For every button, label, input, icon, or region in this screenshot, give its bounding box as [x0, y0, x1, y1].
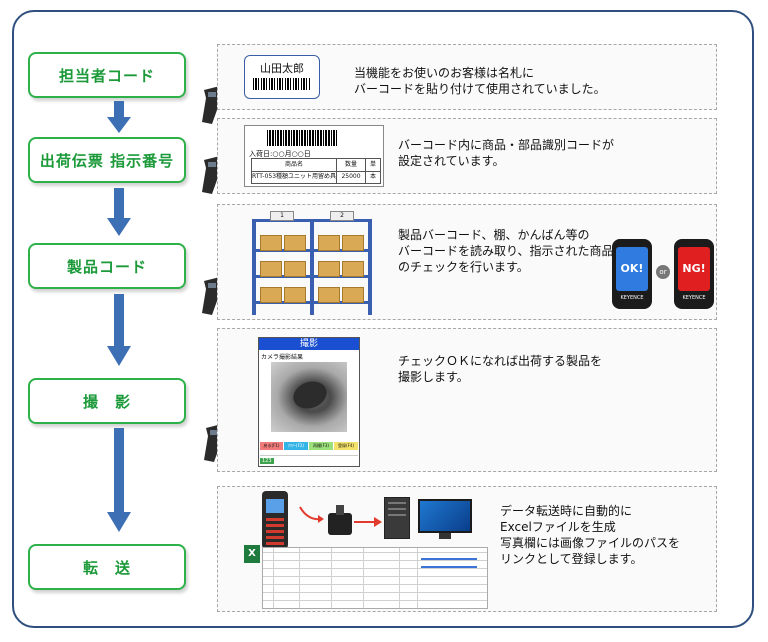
- cardboard-box-icon: [260, 261, 282, 277]
- panel-shipping-slip-description: バーコード内に商品・部品識別コードが 設定されています。: [398, 138, 615, 168]
- panel-staff-code: 山田太郎 当機能をお使いのお客様は名札に バーコードを貼り付けて使用されていまし…: [217, 44, 717, 110]
- camera-screen-title: 撮影: [259, 338, 359, 350]
- down-arrow-icon: [107, 428, 131, 532]
- slip-header-qty: 数量: [337, 159, 366, 172]
- slip-header-unit: 単: [366, 159, 380, 172]
- panel-product-code: 1 2 製品バーコード、棚、かんばん等の バーコードを読み取り、指示された商品 …: [217, 204, 717, 320]
- down-arrow-icon: [107, 101, 131, 133]
- down-arrow-icon: [107, 188, 131, 236]
- down-arrow-icon: [107, 294, 131, 366]
- step-shipping-slip-number: 出荷伝票 指示番号: [28, 137, 186, 183]
- step-transfer: 転 送: [28, 544, 186, 590]
- cardboard-box-icon: [342, 235, 364, 251]
- cardboard-box-icon: [284, 287, 306, 303]
- clear-button[interactable]: ｸﾘｱｰ(F2): [284, 442, 308, 450]
- shipping-slip: 入荷日:○○月○○日 商品名 数量 単 RTT-053種額ユニット用留め具 25…: [244, 125, 384, 187]
- cardboard-box-icon: [318, 261, 340, 277]
- slip-cell-qty: 25000: [337, 171, 366, 183]
- monitor-stand: [439, 533, 451, 539]
- panel-photograph-description: チェックＯＫになれば出荷する製品を 撮影します。: [398, 354, 603, 384]
- status-indicator: 123: [260, 458, 274, 464]
- handheld-terminal-icon: [262, 491, 288, 549]
- ng-screen: NG!: [678, 247, 710, 291]
- camera-status-bar: 123: [260, 455, 358, 466]
- cardboard-box-icon: [284, 261, 306, 277]
- excel-spreadsheet: [262, 547, 488, 609]
- panel-photograph: 撮影 カメラ撮影結果 戻る(F1) ｸﾘｱｰ(F2) 再撮(F3) 登録(F4)…: [217, 328, 717, 472]
- panel-shipping-slip: 入荷日:○○月○○日 商品名 数量 単 RTT-053種額ユニット用留め具 25…: [217, 118, 717, 194]
- server-icon: [384, 497, 410, 539]
- cardboard-box-icon: [342, 287, 364, 303]
- step-product-code: 製品コード: [28, 243, 186, 289]
- cardboard-box-icon: [318, 235, 340, 251]
- arrow-right-icon: [354, 517, 382, 527]
- mouse-image: [289, 376, 331, 414]
- camera-screen-subtitle: カメラ撮影結果: [261, 354, 304, 361]
- photo-preview: [271, 362, 347, 432]
- monitor-icon: [418, 499, 472, 533]
- shelf-label-1: 1: [270, 211, 294, 221]
- barcode: [253, 78, 311, 90]
- shelf-label-2: 2: [330, 211, 354, 221]
- slip-table: 商品名 数量 単 RTT-053種額ユニット用留め具 25000 本: [251, 158, 381, 184]
- back-button[interactable]: 戻る(F1): [260, 442, 283, 450]
- name-tag-name: 山田太郎: [260, 62, 304, 75]
- slip-date: 入荷日:○○月○○日: [249, 150, 311, 158]
- slip-cell-item: RTT-053種額ユニット用留め具: [252, 171, 337, 183]
- or-badge: or: [656, 265, 670, 279]
- step-staff-code: 担当者コード: [28, 52, 186, 98]
- cardboard-box-icon: [284, 235, 306, 251]
- panel-transfer-description: データ転送時に自動的に Excelファイルを生成 写真欄には画像ファイルのパスを…: [500, 504, 681, 566]
- name-tag-card: 山田太郎: [244, 55, 320, 99]
- cardboard-box-icon: [260, 235, 282, 251]
- barcode: [267, 130, 337, 146]
- device-ok: OK! KEYENCE: [612, 239, 652, 309]
- device-brand: KEYENCE: [682, 295, 706, 301]
- panel-transfer: X データ転送時に自動的に Excelファイルを生成 写真欄には画像ファイルのパ…: [217, 486, 717, 612]
- device-ng: NG! KEYENCE: [674, 239, 714, 309]
- retake-button[interactable]: 再撮(F3): [309, 442, 333, 450]
- panel-product-code-description: 製品バーコード、棚、かんばん等の バーコードを読み取り、指示された商品 のチェッ…: [398, 228, 614, 274]
- panel-staff-code-description: 当機能をお使いのお客様は名札に バーコードを貼り付けて使用されていました。: [354, 66, 606, 96]
- ok-screen: OK!: [616, 247, 648, 291]
- step-photograph: 撮 影: [28, 378, 186, 424]
- cardboard-box-icon: [342, 261, 364, 277]
- register-button[interactable]: 登録(F4): [334, 442, 358, 450]
- cardboard-box-icon: [318, 287, 340, 303]
- camera-screen: 撮影 カメラ撮影結果 戻る(F1) ｸﾘｱｰ(F2) 再撮(F3) 登録(F4)…: [258, 337, 360, 467]
- cardboard-box-icon: [260, 287, 282, 303]
- warehouse-shelf: 1 2: [252, 211, 372, 315]
- slip-cell-unit: 本: [369, 173, 376, 180]
- device-brand: KEYENCE: [620, 295, 644, 301]
- excel-icon: X: [244, 545, 260, 563]
- curved-arrow-icon: [299, 506, 324, 523]
- slip-header-item: 商品名: [252, 159, 337, 172]
- charging-cradle-icon: [328, 505, 352, 535]
